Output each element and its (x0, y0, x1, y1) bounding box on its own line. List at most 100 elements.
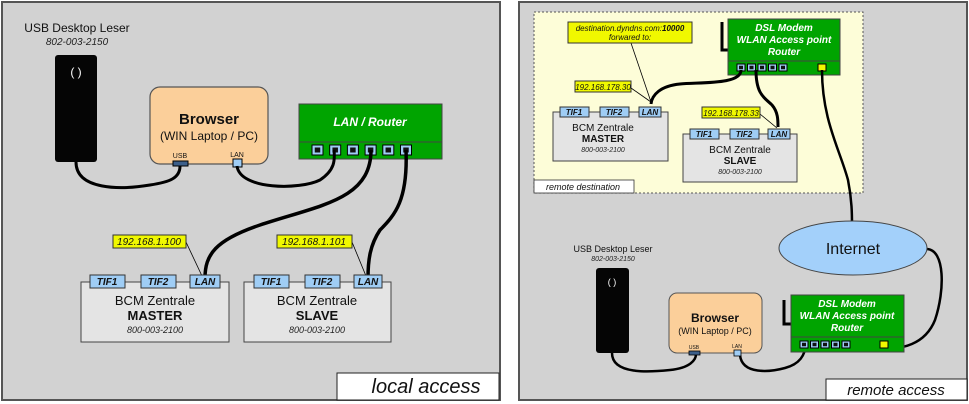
local-slave-box (243, 281, 392, 343)
router-port-socket (802, 342, 806, 347)
port-label-lan: LAN (642, 108, 659, 117)
dest-router (727, 18, 841, 62)
master-ip-leader (185, 241, 203, 277)
local-master-ip-label (112, 234, 187, 249)
forward-note-port: 10000 (662, 24, 685, 33)
dest-router-line2: WLAN Access point (737, 35, 832, 46)
local-usb-reader-device (55, 55, 97, 162)
reader-led-icon: ( ) (608, 277, 617, 287)
internet-label: Internet (826, 241, 881, 258)
router-port-socket (749, 65, 754, 70)
local-master-part: 800-003-2100 (127, 325, 183, 335)
reader-led-icon: ( ) (70, 65, 81, 79)
internet-cloud (778, 220, 928, 276)
remote-slave-box (682, 133, 798, 183)
remote-browser-usb-label: USB (689, 345, 700, 351)
local-master-title: BCM Zentrale (115, 293, 195, 308)
router-port-socket (823, 342, 827, 347)
remote-master-part: 800-003-2100 (581, 147, 625, 154)
remote-local-router-ports (799, 340, 851, 349)
local-browser-subtitle: (WIN Laptop / PC) (160, 129, 258, 143)
remote-browser-box (668, 292, 763, 354)
remote-access-caption: remote access (847, 382, 945, 399)
remote-access-caption-box (825, 378, 968, 401)
cable-browser-to-router (235, 149, 336, 188)
remote-reader-title: USB Desktop Leser (573, 244, 652, 254)
router-port-socket (844, 342, 848, 347)
remote-slave-ip: 192.168.178.33 (703, 109, 759, 118)
local-master-box (80, 281, 230, 343)
local-router-antenna-icon (782, 300, 791, 326)
dest-router-ports (736, 63, 788, 72)
port-label-tif1: TIF1 (261, 277, 282, 288)
port-label-tif2: TIF2 (736, 130, 753, 139)
remote-local-router-line2: WLAN Access point (800, 311, 895, 322)
remote-slave-ports: TIF1 TIF2 LAN (689, 128, 791, 140)
remote-browser-usb-port-icon (688, 350, 701, 356)
router-port-socket (314, 147, 321, 153)
remote-slave-ip-leader (759, 113, 778, 129)
cable-router-to-slave (366, 149, 408, 279)
forward-note-line2: forwared to: (609, 33, 651, 42)
cable-dest-router-to-internet (820, 69, 854, 226)
dest-router-antenna-icon (720, 22, 728, 52)
port-label-lan: LAN (358, 277, 379, 288)
forward-note-host: destination.dyndns.com: (576, 24, 662, 33)
local-slave-title: BCM Zentrale (277, 293, 357, 308)
remote-master-box (552, 111, 669, 162)
remote-browser-lan-label: LAN (732, 344, 742, 350)
remote-usb-reader-device (596, 268, 629, 353)
port-label-tif2: TIF2 (312, 277, 333, 288)
dest-router-wan-port-icon (817, 63, 827, 72)
local-slave-ports: TIF1 TIF2 LAN (253, 274, 383, 289)
router-port-socket (833, 342, 838, 347)
port-label-lan: LAN (771, 130, 788, 139)
remote-master-ports: TIF1 TIF2 LAN (559, 106, 662, 118)
local-browser-usb-label: USB (173, 153, 188, 160)
local-master-role: MASTER (128, 308, 184, 323)
remote-master-ip-label (574, 80, 632, 93)
slave-ip-leader (351, 241, 367, 277)
cable-dest-router-to-slave (754, 69, 780, 128)
local-slave-ip-label (276, 234, 353, 249)
local-reader-part: 802-003-2150 (46, 37, 109, 48)
local-master-ports: TIF1 TIF2 LAN (89, 274, 221, 289)
remote-browser-lan-port-icon (733, 349, 742, 357)
remote-destination-caption: remote destination (546, 182, 620, 192)
cable-remote-browser-to-router (738, 343, 808, 373)
local-reader-title: USB Desktop Leser (24, 21, 129, 35)
remote-master-ip: 192.168.178.30 (575, 83, 631, 92)
remote-master-title: BCM Zentrale (572, 123, 634, 134)
remote-local-router-line3: Router (831, 323, 864, 334)
router-port-socket (770, 65, 775, 70)
local-access-caption: local access (372, 376, 481, 398)
local-lan-router (298, 103, 443, 143)
cable-router-to-master (203, 149, 373, 279)
remote-local-router-wan-port-icon (879, 340, 889, 349)
remote-master-role: MASTER (582, 134, 625, 145)
router-port-socket (760, 65, 764, 70)
local-router-title: LAN / Router (333, 115, 408, 129)
remote-browser-title: Browser (691, 311, 739, 325)
remote-local-router-line1: DSL Modem (818, 299, 876, 310)
remote-browser-subtitle: (WIN Laptop / PC) (678, 326, 752, 336)
router-port-socket (385, 147, 392, 153)
forward-note-leader (630, 42, 652, 103)
cable-remote-reader-to-browser (610, 352, 698, 373)
forward-note-box (567, 21, 693, 44)
local-browser-usb-port-icon (172, 160, 189, 167)
router-port-socket (781, 65, 785, 70)
local-slave-part: 800-003-2100 (289, 325, 345, 335)
remote-destination-caption-box (533, 179, 635, 194)
router-port-socket (350, 147, 356, 153)
forward-note-line1: destination.dyndns.com:10000 (576, 24, 685, 33)
port-label-tif2: TIF2 (148, 277, 169, 288)
port-label-tif1: TIF1 (696, 130, 713, 139)
local-browser-lan-label: LAN (230, 152, 244, 159)
local-master-ip: 192.168.1.100 (117, 237, 181, 248)
remote-master-ip-leader (630, 87, 652, 103)
port-label-tif1: TIF1 (566, 108, 583, 117)
remote-reader-part: 802-003-2150 (591, 256, 635, 263)
router-port-socket (739, 65, 743, 70)
